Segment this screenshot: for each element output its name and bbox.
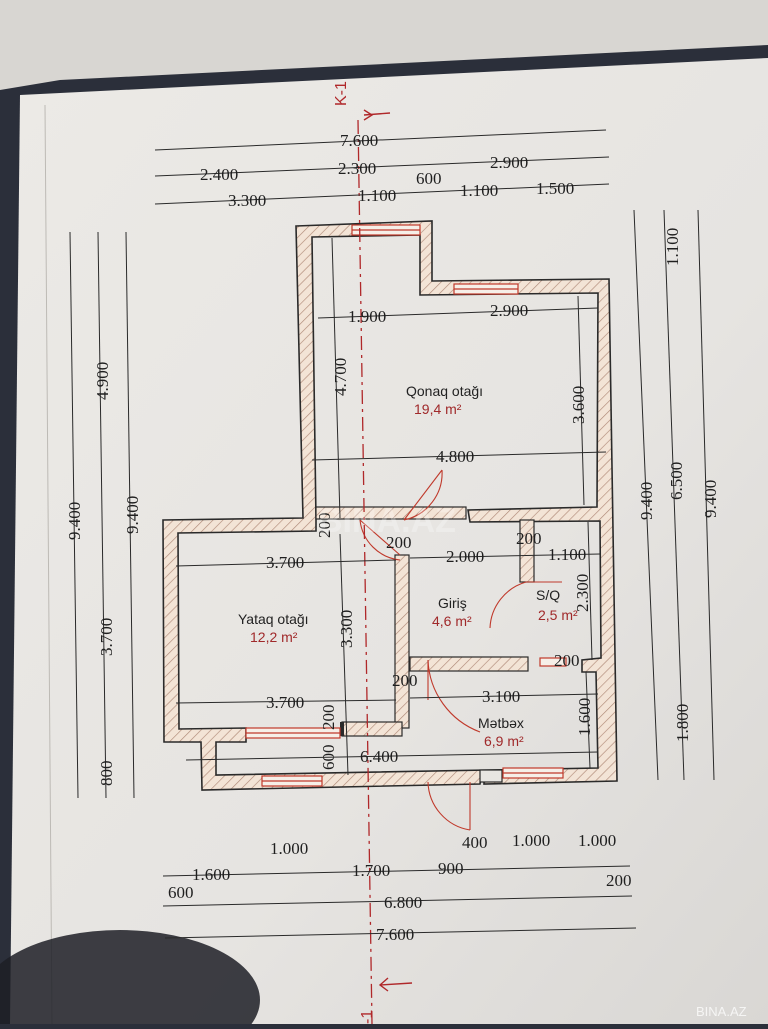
room-living-name: Qonaq otağı bbox=[406, 383, 483, 399]
dim-left-outer: 9.400 bbox=[65, 502, 84, 540]
dim-bottom-200: 200 bbox=[606, 871, 632, 890]
dim-bath-h: 2.300 bbox=[573, 574, 592, 612]
dim-left-inner: 9.400 bbox=[123, 496, 142, 534]
dim-top-1500: 1.500 bbox=[536, 179, 574, 198]
watermark-corner: BINA.AZ bbox=[696, 1004, 747, 1019]
dim-living-w1: 1.900 bbox=[348, 307, 386, 326]
dim-top-overall: 7.600 bbox=[340, 131, 378, 150]
page-margin-line bbox=[44, 104, 53, 1025]
dim-wall5: 200 bbox=[554, 651, 580, 670]
dim-bottom-6800: 6.800 bbox=[384, 893, 422, 912]
dim-bottom-overall: 7.600 bbox=[376, 925, 414, 944]
room-kitchen-area: 6,9 m² bbox=[484, 733, 524, 749]
dim-bottom-1000b: 1.000 bbox=[512, 831, 550, 850]
dim-top-2900: 2.900 bbox=[490, 153, 528, 172]
dim-left-middle: 3.700 bbox=[97, 618, 116, 656]
dim-bottom-900: 900 bbox=[438, 859, 464, 878]
dim-bottom-600: 600 bbox=[168, 883, 194, 902]
dim-living-full: 4.800 bbox=[436, 447, 474, 466]
room-living-area: 19,4 m² bbox=[414, 401, 462, 417]
room-bathroom-name: S/Q bbox=[536, 587, 560, 603]
dim-full-w: 6.400 bbox=[360, 747, 398, 766]
room-bedroom-area: 12,2 m² bbox=[250, 629, 298, 645]
dimensions-right: 9.400 1.100 6.500 1.800 9.400 bbox=[637, 228, 720, 742]
dim-living-h: 4.700 bbox=[331, 358, 350, 396]
dim-bath-w: 1.100 bbox=[548, 545, 586, 564]
room-bedroom-name: Yataq otağı bbox=[238, 611, 309, 627]
dim-bottom-1700: 1.700 bbox=[352, 861, 390, 880]
dim-top-2400: 2.400 bbox=[200, 165, 238, 184]
dim-wall7: 600 bbox=[319, 745, 338, 771]
dim-right-upper: 1.100 bbox=[663, 228, 682, 266]
room-entrance-area: 4,6 m² bbox=[432, 613, 472, 629]
dim-top-1100a: 1.100 bbox=[358, 186, 396, 205]
section-line: K-1 -1 bbox=[333, 81, 413, 1025]
watermark-center: BINA.AZ bbox=[318, 502, 456, 540]
dim-wall2: 200 bbox=[386, 533, 412, 552]
dim-left-lower: 800 bbox=[97, 761, 116, 787]
dim-right-middle: 6.500 bbox=[667, 462, 686, 500]
dim-wall1: 200 bbox=[315, 513, 334, 539]
dimensions-top: 7.600 2.400 2.300 2.900 3.300 1.100 600 … bbox=[200, 131, 574, 210]
dim-living-h2: 3.600 bbox=[569, 386, 588, 424]
dim-kitchen-h: 1.600 bbox=[575, 698, 594, 736]
dim-bed-w: 3.700 bbox=[266, 553, 304, 572]
dim-bed-h: 3.300 bbox=[337, 610, 356, 648]
dim-living-w2: 2.900 bbox=[490, 301, 528, 320]
dim-wall3: 200 bbox=[516, 529, 542, 548]
section-mark-top: K-1 bbox=[333, 81, 350, 106]
dim-top-2300: 2.300 bbox=[338, 159, 376, 178]
dim-bottom-1000a: 1.000 bbox=[270, 839, 308, 858]
dim-left-upper: 4.900 bbox=[93, 362, 112, 400]
dim-wall6: 200 bbox=[319, 705, 338, 731]
dim-kitchen-w: 3.100 bbox=[482, 687, 520, 706]
dimension-lines bbox=[69, 129, 715, 939]
dimensions-left: 9.400 4.900 3.700 800 9.400 bbox=[65, 362, 142, 786]
dim-bottom-1000c: 1.000 bbox=[578, 831, 616, 850]
dim-right-inner: 9.400 bbox=[701, 480, 720, 518]
dim-bottom-400: 400 bbox=[462, 833, 488, 852]
back-page bbox=[0, 0, 768, 90]
dim-right-lower: 1.800 bbox=[673, 704, 692, 742]
doors bbox=[359, 469, 562, 831]
dim-right-outer: 9.400 bbox=[637, 482, 656, 520]
dimensions-bottom: 1.000 400 1.000 1.000 1.600 1.700 900 20… bbox=[168, 831, 632, 944]
dim-top-3300: 3.300 bbox=[228, 191, 266, 210]
room-entrance-name: Giriş bbox=[438, 595, 467, 611]
windows bbox=[245, 224, 567, 787]
thumb-shadow bbox=[0, 930, 260, 1029]
dim-mid-w: 2.000 bbox=[446, 547, 484, 566]
room-labels: Qonaq otağı 19,4 m² Yataq otağı 12,2 m² … bbox=[238, 383, 578, 749]
dim-bed-w2: 3.700 bbox=[266, 693, 304, 712]
dim-bottom-1600: 1.600 bbox=[192, 865, 230, 884]
room-kitchen-name: Mətbəx bbox=[478, 715, 524, 731]
room-bathroom-area: 2,5 m² bbox=[538, 607, 578, 623]
section-mark-bottom: -1 bbox=[359, 1010, 376, 1024]
dim-wall4: 200 bbox=[392, 671, 418, 690]
dim-top-600: 600 bbox=[416, 169, 442, 188]
dim-top-1100b: 1.100 bbox=[460, 181, 498, 200]
dimensions-inside: 1.900 2.900 4.700 3.600 4.800 200 200 20… bbox=[266, 301, 594, 770]
